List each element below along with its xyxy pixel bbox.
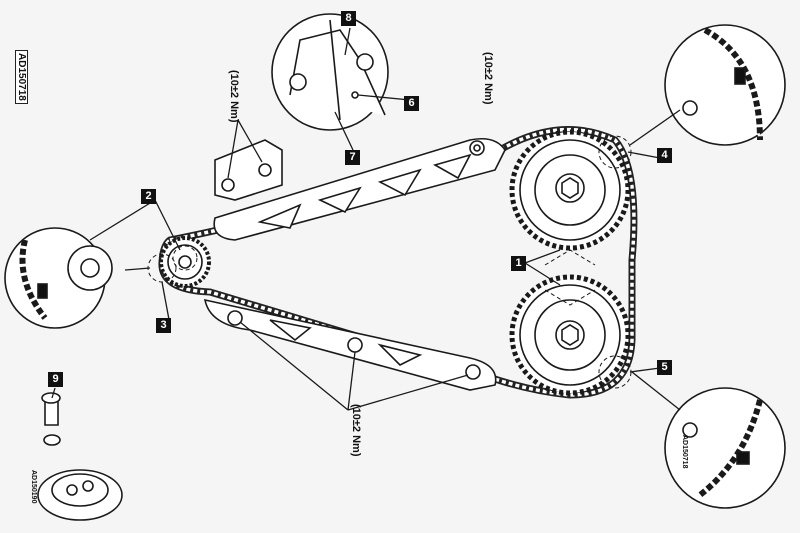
inset-code-pulley: AD150190 <box>30 470 37 504</box>
callout-6: 6 <box>404 96 419 111</box>
callout-8: 8 <box>341 11 356 26</box>
inset-code-right: AD150718 <box>681 435 688 469</box>
crank-pulley-and-bolt <box>37 392 123 521</box>
inset-lower-cam-marking <box>664 387 786 509</box>
callout-7: 7 <box>345 150 360 165</box>
upper-camshaft-sprocket <box>509 129 631 251</box>
inset-crank-marking <box>4 227 113 329</box>
inset-upper-cam-marking <box>664 24 786 146</box>
figure-code: AD150718 <box>15 50 28 104</box>
callout-3: 3 <box>156 318 171 333</box>
torque-upper-guide: (10±2 Nm) <box>482 52 494 105</box>
leader-lines <box>51 27 681 411</box>
callout-4: 4 <box>657 148 672 163</box>
upper-chain-guide <box>213 137 506 241</box>
callout-1: 1 <box>511 256 526 271</box>
chain-tensioner <box>214 139 283 201</box>
lower-chain-guide <box>203 298 497 391</box>
callout-9: 9 <box>48 372 63 387</box>
crankshaft-sprocket <box>159 236 211 288</box>
lower-camshaft-sprocket <box>509 274 631 396</box>
torque-tensioner: (10±2 Nm) <box>228 70 240 123</box>
callout-2: 2 <box>141 189 156 204</box>
callout-5: 5 <box>657 360 672 375</box>
inset-tensioner-detail <box>271 13 389 131</box>
torque-lower-guide: (10±2 Nm) <box>350 404 362 457</box>
